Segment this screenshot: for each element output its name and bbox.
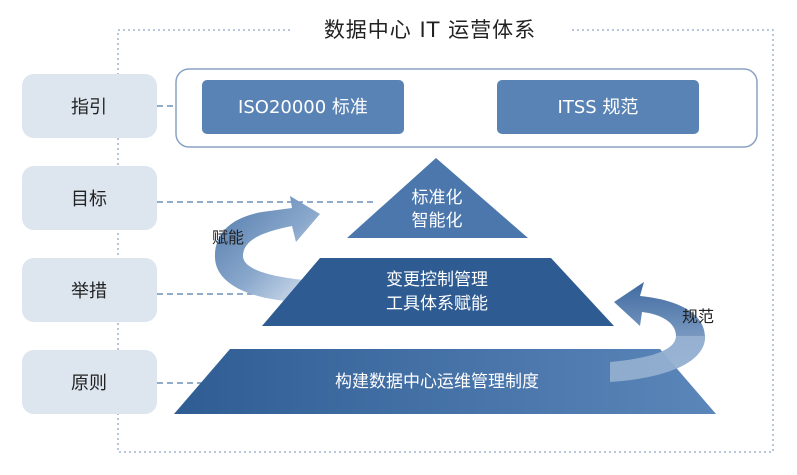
pyramid-top-tier: 标准化 智能化 (347, 158, 528, 238)
svg-text:工具体系赋能: 工具体系赋能 (386, 294, 488, 314)
svg-text:变更控制管理: 变更控制管理 (386, 270, 488, 290)
outer-dotted-frame (117, 29, 774, 453)
pyramid-bottom-tier: 构建数据中心运维管理制度 (174, 349, 716, 414)
enable-label: 赋能 (212, 228, 244, 247)
enable-loop-arrow (214, 196, 320, 302)
side-label-goal: 目标 (22, 166, 157, 230)
standardize-label: 规范 (682, 307, 714, 326)
svg-text:标准化: 标准化 (412, 188, 463, 208)
svg-text:智能化: 智能化 (412, 211, 463, 231)
standard-iso20000: ISO20000 标准 (202, 80, 404, 134)
side-label-principle: 原则 (22, 350, 157, 414)
svg-text:原则: 原则 (71, 373, 107, 394)
svg-text:ITSS 规范: ITSS 规范 (558, 97, 639, 118)
pyramid-middle-tier: 变更控制管理 工具体系赋能 (262, 258, 614, 326)
standard-itss: ITSS 规范 (497, 80, 699, 134)
standardize-loop-front (610, 336, 706, 382)
svg-text:ISO20000 标准: ISO20000 标准 (238, 97, 368, 118)
svg-text:举措: 举措 (71, 281, 107, 302)
svg-text:指引: 指引 (71, 97, 107, 118)
svg-text:构建数据中心运维管理制度: 构建数据中心运维管理制度 (335, 372, 539, 392)
side-label-measures: 举措 (22, 258, 157, 322)
svg-text:目标: 目标 (71, 189, 107, 210)
side-label-guidance: 指引 (22, 74, 157, 138)
diagram-title: 数据中心 IT 运营体系 (324, 18, 536, 42)
